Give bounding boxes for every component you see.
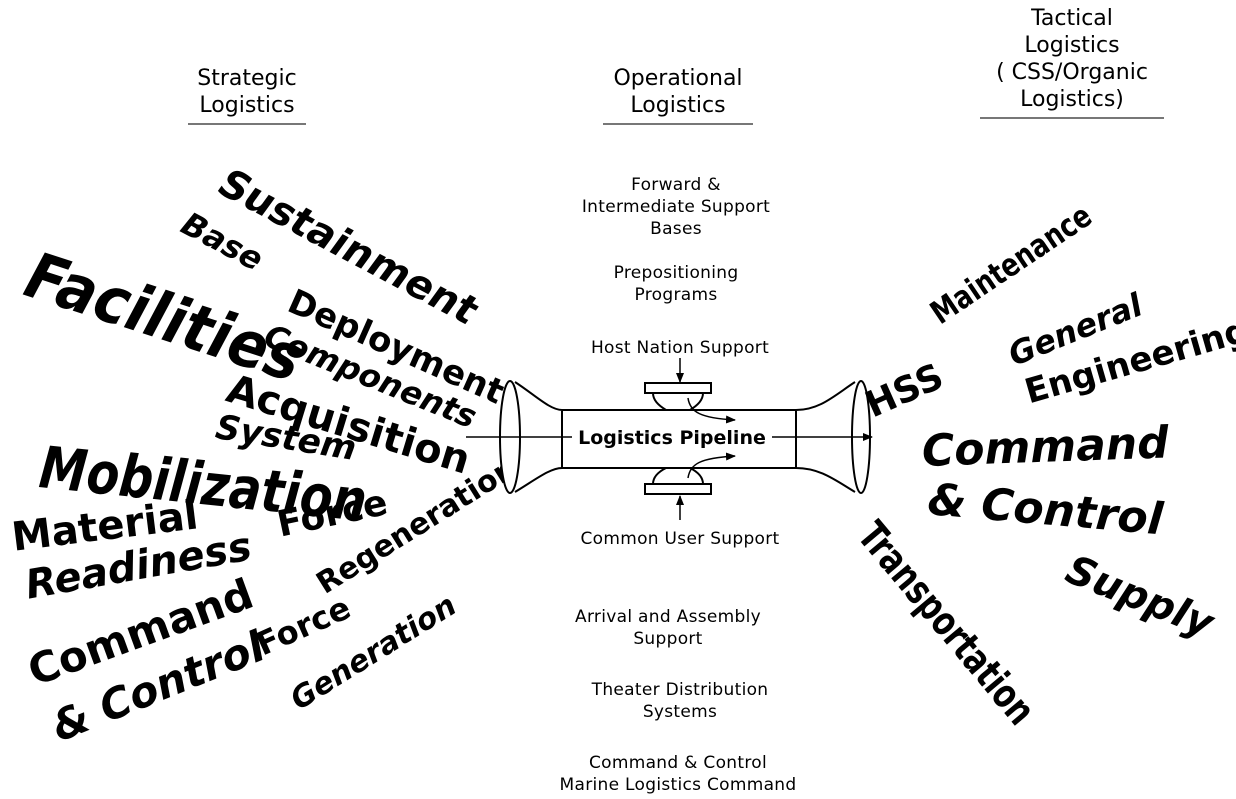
top-flange (644, 382, 712, 394)
pipeline-label: Logistics Pipeline (578, 427, 766, 449)
supply-label: Supply (1059, 546, 1220, 648)
header-line: Operational (613, 66, 743, 91)
header-underline (603, 123, 753, 125)
text-line: Prepositioning (613, 263, 739, 283)
header-line: Logistics) (1020, 87, 1124, 112)
header-line: Logistics (630, 93, 726, 118)
facilities-label: Facilities (16, 238, 312, 398)
header-underline (188, 123, 306, 125)
host-nation-support-text: Host Nation Support (590, 338, 770, 358)
text-line: Intermediate Support (581, 197, 771, 217)
text-line: Bases (650, 219, 702, 239)
text-line: Theater Distribution (591, 680, 769, 700)
force-generation-force-label: Force (250, 588, 357, 664)
header-line: Logistics (199, 93, 295, 118)
header-line: Strategic (197, 66, 297, 91)
pipe-right-flare (795, 381, 856, 493)
operational-logistics-header: Operational Logistics (603, 65, 753, 125)
header-line: Logistics (1024, 33, 1120, 58)
text-line: Systems (642, 702, 718, 722)
text-line: Forward & (631, 175, 721, 195)
text-line: Command & Control (588, 753, 767, 773)
header-line: Tactical (1031, 6, 1113, 31)
command-control-mlc-text: Command & Control Marine Logistics Comma… (560, 752, 797, 796)
pipe-left-flare (514, 381, 563, 493)
strategic-logistics-header: Strategic Logistics (188, 65, 306, 125)
text-line: Arrival and Assembly (575, 607, 761, 627)
transportation-label: Transportation (848, 513, 1044, 734)
bottom-flange (644, 483, 712, 495)
prepositioning-programs-text: Prepositioning Programs (614, 262, 739, 306)
theater-distribution-systems-text: Theater Distribution Systems (592, 679, 769, 723)
header-line: ( CSS/Organic (996, 60, 1148, 85)
text-line: Programs (634, 285, 718, 305)
and-control-label-tactical: & Control (925, 474, 1165, 546)
forward-support-bases-text: Forward & Intermediate Support Bases (582, 174, 770, 240)
text-line: Marine Logistics Command (559, 775, 797, 795)
tactical-logistics-header: Tactical Logistics ( CSS/Organic Logisti… (980, 5, 1164, 119)
common-user-support-text: Common User Support (580, 529, 780, 549)
arrival-assembly-support-text: Arrival and Assembly Support (575, 606, 761, 650)
command-label-tactical: Command (921, 417, 1170, 477)
text-line: Support (633, 629, 703, 649)
header-underline (980, 117, 1164, 119)
hss-label: HSS (859, 356, 950, 427)
